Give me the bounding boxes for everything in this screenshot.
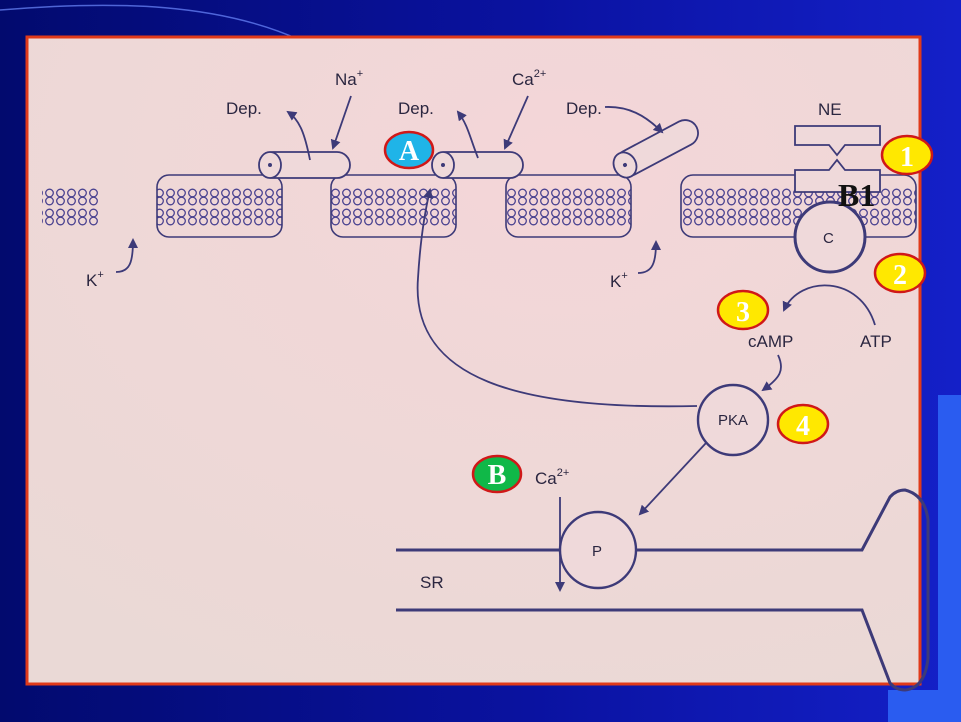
pka-label: PKA [718, 412, 748, 429]
svg-text:A: A [399, 136, 420, 167]
badge-b: B [473, 456, 521, 492]
c-enzyme-label: C [823, 230, 834, 247]
svg-text:3: 3 [736, 297, 750, 328]
badge-1: 1 [882, 136, 932, 174]
dep-label-2: Dep. [398, 99, 434, 118]
na-channel-gate [259, 152, 350, 178]
diagram-paper [27, 37, 920, 684]
dep-label-3: Dep. [566, 99, 602, 118]
svg-text:B: B [488, 460, 507, 491]
membrane-block [157, 175, 282, 237]
p-protein-label: P [592, 543, 602, 560]
b1-label: B1 [838, 177, 875, 213]
badge-2: 2 [875, 254, 925, 292]
sr-label: SR [420, 573, 444, 592]
membrane-block [42, 177, 100, 229]
svg-text:1: 1 [900, 142, 914, 173]
dep-label-1: Dep. [226, 99, 262, 118]
badge-4: 4 [778, 405, 828, 443]
badge-a: A [385, 132, 433, 168]
camp-label: cAMP [748, 332, 793, 351]
membrane-block [506, 175, 631, 237]
svg-text:2: 2 [893, 260, 907, 291]
svg-text:4: 4 [796, 411, 810, 442]
atp-label: ATP [860, 332, 892, 351]
badge-3: 3 [718, 291, 768, 329]
ne-label: NE [818, 100, 842, 119]
membrane-block [331, 175, 456, 237]
